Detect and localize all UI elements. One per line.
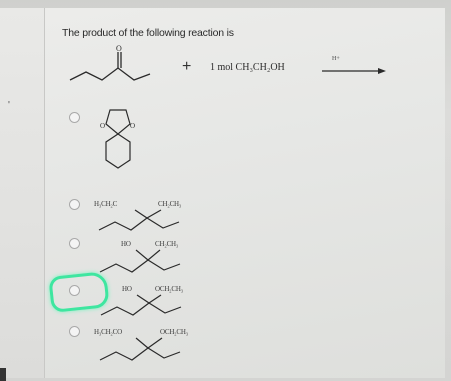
option-d-radio[interactable] [69,285,80,296]
option-b-right-group: CH₂CH₃ [158,200,182,208]
option-c-radio[interactable] [69,238,80,249]
photo-corner [0,368,6,381]
svg-text:O: O [130,122,135,130]
option-e-left-group: H₃CH₂CO [94,328,122,336]
svg-text:O: O [116,44,122,53]
option-a-structure: O O [100,109,135,169]
option-c-right-group: CH₂CH₃ [155,240,179,248]
option-b-structure [98,209,180,231]
option-d-structure [100,294,182,316]
question-text: The product of the following reaction is [62,27,234,39]
option-b-left-group: H₃CH₂C [94,200,118,208]
option-c-structure [99,249,181,273]
option-b-radio[interactable] [69,199,80,210]
option-d-right-group: OCH₂CH₃ [155,285,183,293]
catalyst-label: H+ [332,56,340,62]
option-c-left-group: HO [121,240,131,248]
left-window-edge: ' [0,8,45,378]
reagent-text: 1 mol CH₃CH₂OH [210,62,285,73]
option-e-structure [99,337,181,361]
plus-sign: + [182,58,192,75]
option-e-right-group: OCH₂CH₃ [160,328,188,336]
left-edge-mark: ' [8,100,10,111]
reactant-ketone-structure: O [69,44,151,81]
option-a-radio[interactable] [69,112,80,123]
reaction-arrow [322,68,386,74]
option-d-left-group: HO [122,285,132,293]
svg-text:O: O [100,122,105,130]
option-e-radio[interactable] [69,326,80,337]
